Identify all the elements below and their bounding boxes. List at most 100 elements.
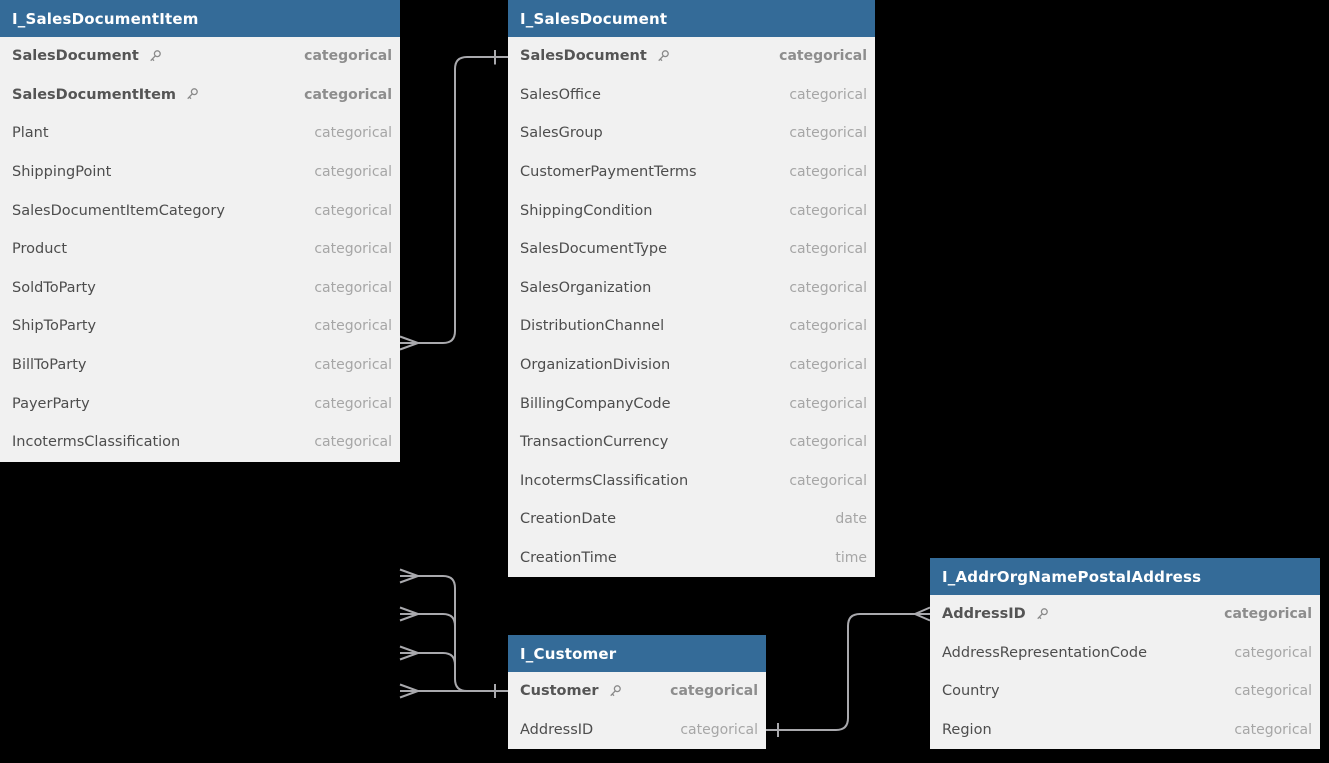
field-name: IncotermsClassification: [520, 472, 689, 489]
field-type: categorical: [680, 721, 758, 738]
field-name: IncotermsClassification: [12, 434, 181, 451]
field-name: BillToParty: [12, 357, 87, 374]
table-header: I_Customer: [508, 635, 766, 672]
field-type: categorical: [314, 318, 392, 335]
field-row: ShippingCondition categorical: [508, 191, 875, 230]
field-name: SalesOrganization: [520, 279, 652, 296]
field-type: date: [835, 511, 867, 528]
field-name: BillingCompanyCode: [520, 395, 671, 412]
field-name: AddressID: [942, 606, 1049, 622]
field-name: CustomerPaymentTerms: [520, 164, 697, 181]
field-type: categorical: [314, 434, 392, 451]
field-row: OrganizationDivision categorical: [508, 346, 875, 385]
field-name: Region: [942, 722, 992, 739]
field-name: ShipToParty: [12, 318, 97, 335]
field-row: ShipToParty categorical: [0, 307, 400, 346]
field-name: CreationDate: [520, 511, 617, 528]
field-name: SalesDocumentItem: [12, 87, 199, 103]
field-type: categorical: [789, 164, 867, 181]
entity-table-i-addrorgnamepostaladdress: I_AddrOrgNamePostalAddress AddressID cate…: [930, 558, 1320, 750]
field-name: TransactionCurrency: [520, 434, 669, 451]
field-type: categorical: [789, 472, 867, 489]
field-row: AddressID categorical: [508, 711, 766, 750]
field-type: categorical: [789, 202, 867, 219]
relation-soldtoparty-to-customer: [399, 568, 468, 692]
field-name: Customer: [520, 683, 622, 699]
field-row: SalesDocumentItem categorical: [0, 76, 400, 115]
field-name: Product: [12, 241, 68, 258]
relation-line: [418, 613, 456, 627]
table-title: I_SalesDocumentItem: [12, 9, 199, 28]
field-row: SalesDocument categorical: [508, 37, 875, 76]
field-name: Country: [942, 683, 1000, 700]
field-type: categorical: [789, 86, 867, 103]
field-row: CreationTime time: [508, 539, 875, 578]
field-row: ShippingPoint categorical: [0, 153, 400, 192]
relation-customer-addressid-to-postaladdress: [766, 606, 931, 737]
relation-line: [766, 613, 915, 731]
field-type: categorical: [779, 48, 867, 65]
field-name: ShippingPoint: [12, 164, 112, 181]
field-type: categorical: [304, 86, 392, 103]
field-row: IncotermsClassification categorical: [0, 423, 400, 462]
relation-line: [418, 56, 508, 344]
crowsfoot-many-marker: [912, 606, 931, 622]
field-type: categorical: [314, 395, 392, 412]
field-name: PayerParty: [12, 395, 90, 412]
field-row: BillingCompanyCode categorical: [508, 384, 875, 423]
table-header: I_SalesDocumentItem: [0, 0, 400, 37]
relation-shiptoparty-to-customer: [399, 606, 456, 627]
key-icon: [1036, 607, 1048, 619]
field-type: categorical: [789, 357, 867, 374]
relation-billtoparty-to-customer: [399, 645, 456, 666]
table-title: I_Customer: [520, 644, 617, 663]
field-name: ShippingCondition: [520, 202, 653, 219]
field-row: IncotermsClassification categorical: [508, 462, 875, 501]
field-row: CreationDate date: [508, 500, 875, 539]
field-type: time: [835, 550, 867, 567]
field-row: SalesDocumentType categorical: [508, 230, 875, 269]
field-row: AddressRepresentationCode categorical: [930, 634, 1320, 673]
field-row: CustomerPaymentTerms categorical: [508, 153, 875, 192]
field-name: SalesDocumentType: [520, 241, 668, 258]
field-row: PayerParty categorical: [0, 384, 400, 423]
field-name: AddressRepresentationCode: [942, 644, 1147, 661]
field-type: categorical: [314, 164, 392, 181]
field-type: categorical: [789, 125, 867, 142]
field-name: SoldToParty: [12, 279, 96, 296]
field-name: AddressID: [520, 721, 594, 738]
field-name: OrganizationDivision: [520, 357, 671, 374]
crowsfoot-many-marker: [399, 335, 421, 351]
field-type: categorical: [1224, 606, 1312, 623]
field-type: categorical: [670, 683, 758, 700]
field-type: categorical: [314, 125, 392, 142]
crowsfoot-many-marker: [399, 645, 421, 661]
table-title: I_AddrOrgNamePostalAddress: [942, 567, 1202, 586]
field-name: SalesDocumentItemCategory: [12, 202, 225, 219]
field-type: categorical: [304, 48, 392, 65]
field-name: CreationTime: [520, 550, 617, 567]
field-row: AddressID categorical: [930, 595, 1320, 634]
field-type: categorical: [314, 241, 392, 258]
field-type: categorical: [1234, 644, 1312, 661]
crowsfoot-many-marker: [399, 568, 421, 584]
field-type: categorical: [789, 241, 867, 258]
relation-line: [418, 575, 468, 692]
field-type: categorical: [789, 395, 867, 412]
field-name: SalesDocument: [520, 48, 670, 64]
key-icon: [609, 684, 621, 696]
table-header: I_AddrOrgNamePostalAddress: [930, 558, 1320, 595]
